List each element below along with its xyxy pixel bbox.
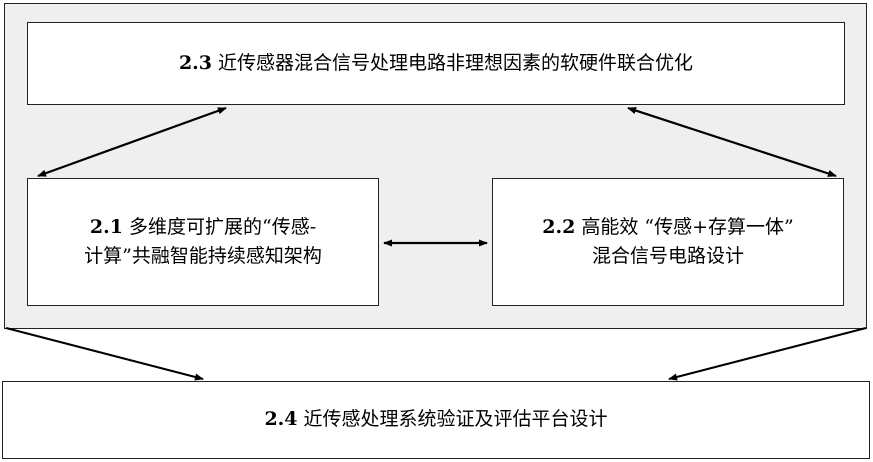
box-2-2: 2.2 高能效 “传感+存算一体” 混合信号电路设计 [492,178,844,306]
box-2-1: 2.1 多维度可扩展的“传感- 计算”共融智能持续感知架构 [27,178,379,306]
box-2-4-text: 近传感处理系统验证及评估平台设计 [303,408,608,431]
box-2-1-line1: 多维度可扩展的“传感- [128,215,317,238]
arrow-panel-to-2-4-left [5,327,204,381]
box-2-2-line2: 混合信号电路设计 [591,245,744,267]
box-2-3: 2.3 近传感器混合信号处理电路非理想因素的软硬件联合优化 [27,22,845,105]
box-2-1-number: 2.1 [89,215,123,238]
arrow-panel-to-2-4-right [668,327,867,381]
box-2-3-text: 近传感器混合信号处理电路非理想因素的软硬件联合优化 [218,51,694,74]
box-2-4: 2.4 近传感处理系统验证及评估平台设计 [2,381,870,459]
box-2-1-line2: 计算”共融智能持续感知架构 [84,245,322,267]
box-2-2-line1: 高能效 “传感+存算一体” [581,215,794,238]
box-2-2-number: 2.2 [542,215,576,238]
box-2-3-number: 2.3 [178,51,212,74]
box-2-4-number: 2.4 [264,408,298,431]
